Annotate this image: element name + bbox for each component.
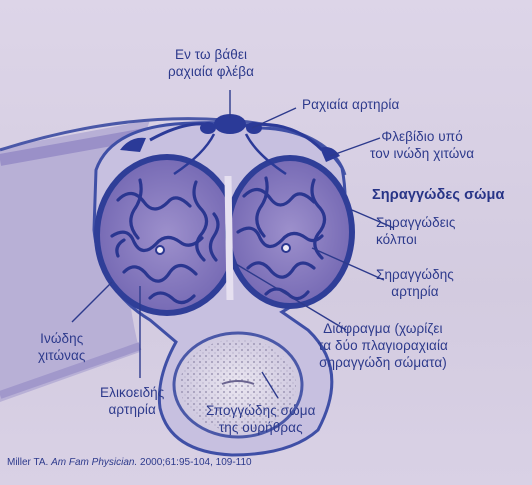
label-septum: Διάφραγμα (χωρίζει τα δύο πλαγιοραχιαία … <box>318 320 448 371</box>
label-dorsal-artery: Ραχιαία αρτηρία <box>302 96 399 113</box>
citation: Miller TA. Am Fam Physician. 2000;61:95-… <box>7 457 252 468</box>
septum <box>228 176 230 300</box>
label-cavernous-sinuses: Σηραγγώδεις κόλποι <box>376 214 456 248</box>
label-corpus-spongiosum: Σπογγώδης σώμα της ουρήθρας <box>206 402 316 436</box>
label-corpora-cavernosa: Σηραγγώδες σώμα <box>372 187 505 204</box>
citation-author: Miller TA. <box>7 457 48 468</box>
right-corpus-cavernosum <box>228 158 352 306</box>
left-corpus-cavernosum <box>97 157 237 313</box>
citation-journal: Am Fam Physician. <box>51 457 137 468</box>
label-deep-dorsal-vein: Εν τω βάθει ραχιαία φλέβα <box>168 46 254 80</box>
label-tunica: Ινώδης χιτώνας <box>38 330 86 364</box>
right-cavernous-artery <box>282 244 290 252</box>
label-cavernous-artery: Σηραγγώδης αρτηρία <box>376 266 454 300</box>
citation-ref: 2000;61:95-104, 109-110 <box>140 457 252 468</box>
label-helicine-artery: Ελικοειδής αρτηρία <box>100 384 164 418</box>
label-subtunical-venule: Φλεβίδιο υπό τον ινώδη χιτώνα <box>370 128 474 162</box>
left-cavernous-artery <box>156 246 164 254</box>
